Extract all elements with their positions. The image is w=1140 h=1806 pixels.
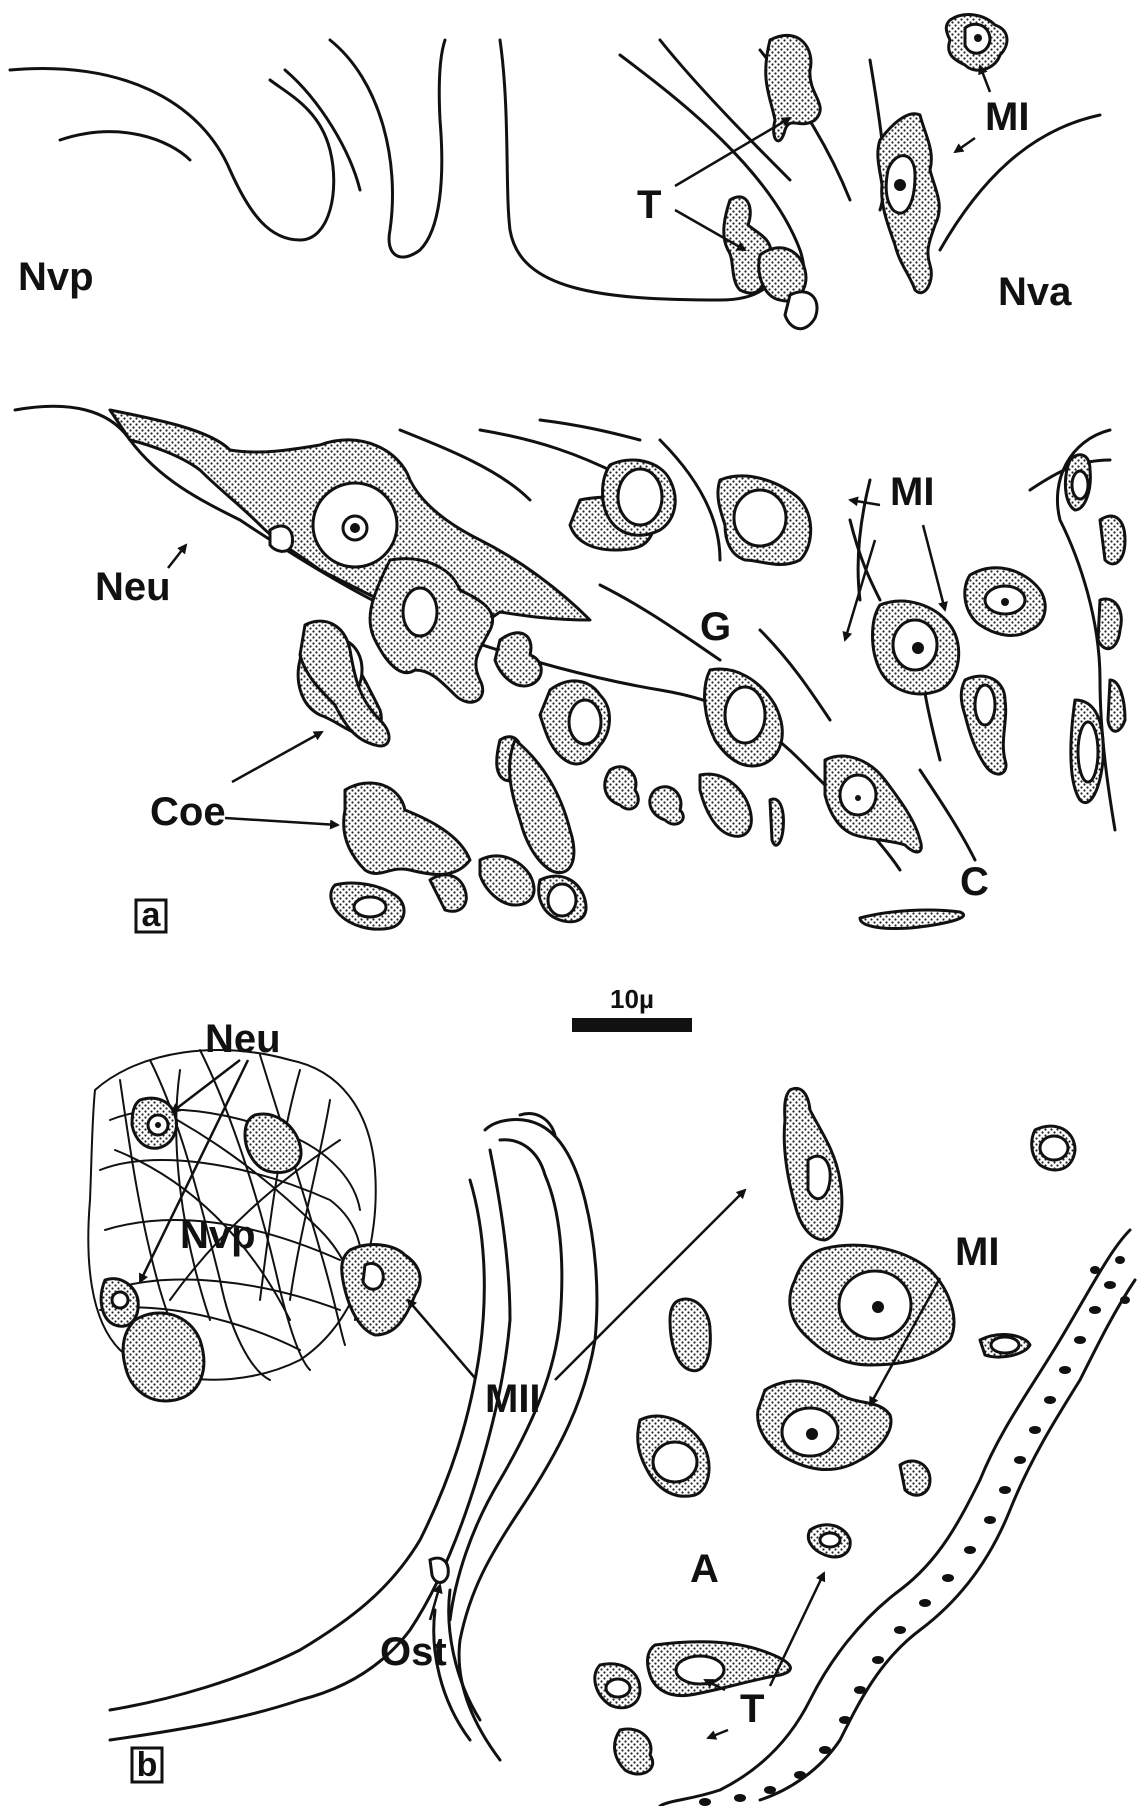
label-a: A <box>690 1547 719 1591</box>
label-t-b: T <box>740 1687 764 1731</box>
label-c: C <box>960 860 989 904</box>
mii-cell <box>342 1245 420 1335</box>
label-neu-b: Neu <box>205 1017 281 1061</box>
neuron-a <box>110 410 590 633</box>
panel-label-a: a <box>142 896 162 934</box>
label-nvp-a: Nvp <box>18 255 94 299</box>
label-coe: Coe <box>150 790 226 834</box>
panel-b: Neu Nvp MI MII A Ost T b <box>88 1017 1135 1806</box>
label-mi-b: MI <box>955 1230 999 1274</box>
panel-label-b: b <box>137 1746 158 1784</box>
scale-bar: 10µ <box>572 984 692 1032</box>
neuron-b <box>123 1313 204 1401</box>
coelomic-cell <box>344 783 470 875</box>
label-mi-top: MI <box>985 95 1029 139</box>
scale-bar-label: 10µ <box>610 984 654 1014</box>
top-tissue-outlines <box>10 40 1100 310</box>
t-cells-top <box>724 35 820 328</box>
label-nva: Nva <box>998 270 1072 314</box>
neuron-b <box>245 1114 301 1172</box>
label-g: G <box>700 605 731 649</box>
panel-a: Nvp Nva T MI MI Neu G Coe C a <box>10 15 1125 934</box>
scale-bar-line <box>572 1018 692 1032</box>
label-mii: MII <box>485 1377 541 1421</box>
label-neu-a: Neu <box>95 565 171 609</box>
label-t-a: T <box>637 183 661 227</box>
label-mi-mid: MI <box>890 470 934 514</box>
mi-cells-top <box>878 15 1007 293</box>
label-nvp-b: Nvp <box>180 1213 256 1257</box>
label-ost: Ost <box>380 1630 447 1674</box>
